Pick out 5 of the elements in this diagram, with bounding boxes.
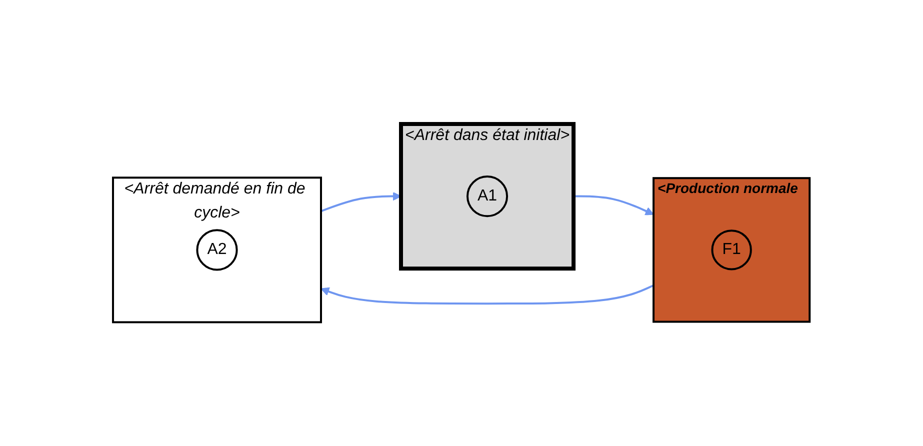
node-circle: A2 <box>196 229 238 271</box>
node-circle: F1 <box>711 229 752 270</box>
node-circle: A1 <box>466 175 508 217</box>
arrow <box>320 284 654 304</box>
arrow <box>574 195 654 216</box>
